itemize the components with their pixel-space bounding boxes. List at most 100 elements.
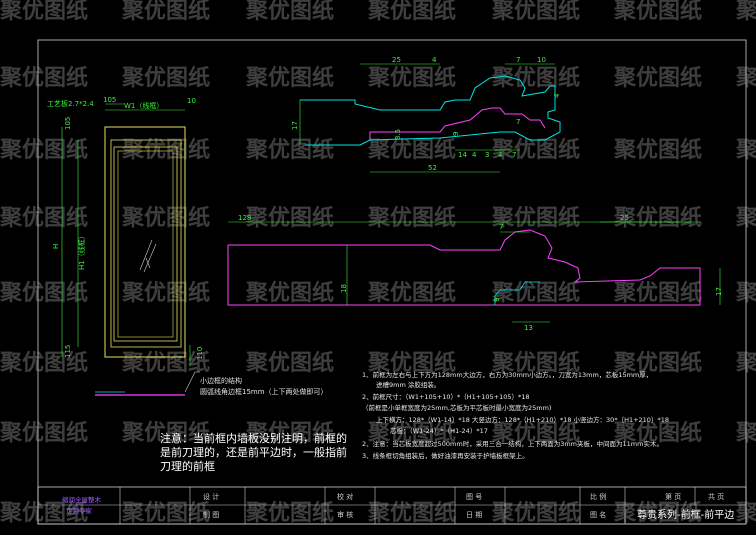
top-dim-17: 17 <box>291 121 299 130</box>
watermark-text: 聚优图纸 <box>0 500 88 526</box>
tb-total: 共 页 <box>708 492 724 501</box>
watermark-text: 聚优图纸 <box>245 137 334 163</box>
note-1e: 上下横方：128*（W1-14）*18 大竖边方：128*（H1+210）*18… <box>376 415 669 424</box>
watermark-text: 聚优图纸 <box>735 65 756 91</box>
watermark-text: 聚优图纸 <box>121 137 210 163</box>
dim-h-inner: H1（线框） <box>77 232 86 270</box>
watermark-text: 聚优图纸 <box>0 205 88 231</box>
dim-h-outer: H <box>52 244 60 249</box>
note-1f: 芯板：（W1-24）*（H1-24）*17 <box>390 426 488 435</box>
tb-title: 尊贵系列-前框-前平边 <box>637 508 734 521</box>
watermark-text: 聚优图纸 <box>735 137 756 163</box>
tb-drawing-name: 图 名 <box>590 510 606 519</box>
watermark-text: 聚优图纸 <box>121 420 210 446</box>
watermark-text: 聚优图纸 <box>367 137 456 163</box>
watermark-text: 聚优图纸 <box>121 350 210 376</box>
bottom-dim-9: 9 <box>493 298 501 302</box>
profile-section-top: 25 4 7 10 4 17 3.5 9 7 14 4 3 4 7 52 <box>291 56 561 173</box>
legend-line1: 小边框的结构 <box>200 376 242 385</box>
watermark-text: 聚优图纸 <box>613 205 702 231</box>
top-dim-7c: 7 <box>512 151 516 159</box>
spec-notes: 1、前框为左右与上下方为128mm大边方，右方为30mm小边方。，刀宽为13mm… <box>362 370 669 460</box>
door-outer-frame <box>104 126 186 358</box>
tb-draw: 制 图 <box>203 510 219 519</box>
dim-bottom-right: 110 <box>196 347 204 360</box>
watermark-text: 聚优图纸 <box>735 0 756 24</box>
watermark-text: 聚优图纸 <box>491 65 580 91</box>
big-note: 注意：当前框内墙板没别注明，前框的 是前刀理的，还是前平边时，一般指前 刀理的前… <box>160 431 347 473</box>
watermark-text: 聚优图纸 <box>613 350 702 376</box>
legend-line2: 圆弧线角边框15mm（上下两处做即可） <box>200 387 328 396</box>
watermark-text: 聚优图纸 <box>0 280 88 306</box>
watermark-text: 聚优图纸 <box>491 0 580 24</box>
top-dim-4a: 4 <box>432 56 437 64</box>
company-line2: 定制专家 <box>66 506 93 515</box>
bottom-dim-18: 18 <box>340 284 348 293</box>
watermark-text: 聚优图纸 <box>121 500 210 526</box>
bottom-dim-128: 128 <box>238 214 251 222</box>
watermark-text: 聚优图纸 <box>491 280 580 306</box>
dim-w: W1（线框） <box>124 101 163 110</box>
watermark-text: 聚优图纸 <box>491 500 580 526</box>
title-block: 缩润全屋整木 定制专家 设 计 制 图 校 对 审 核 图 号 日 期 比 例 … <box>37 486 747 525</box>
title-block-frame <box>37 486 747 525</box>
note-2: 2、注意：当芯板宽度超过500mm时，采用三合一结构，上下两面为3mm夹板，中间… <box>362 439 663 448</box>
watermark-text: 聚优图纸 <box>245 350 334 376</box>
watermark-text: 聚优图纸 <box>0 350 88 376</box>
top-dim-7a: 7 <box>516 56 520 64</box>
door-panel-inner <box>117 150 174 338</box>
bottom-dim-13: 13 <box>524 324 533 332</box>
dim-bottom: 115 <box>64 345 72 358</box>
elevation-header-label: 工艺板2.7*2.4 <box>47 99 94 108</box>
watermark-text: 聚优图纸 <box>0 65 88 91</box>
big-note-line2: 是前刀理的，还是前平边时，一般指前 <box>160 445 347 459</box>
watermark-text: 聚优图纸 <box>245 280 334 306</box>
tb-review: 审 核 <box>337 510 353 519</box>
watermark-text: 聚优图纸 <box>121 205 210 231</box>
watermark-text: 聚优图纸 <box>367 350 456 376</box>
door-frame-inner <box>110 139 182 348</box>
note-1c: 2、前框尺寸：（W1+105+10）*（H1+105+105）*18 <box>362 392 530 401</box>
watermark-text: 聚优图纸 <box>613 420 702 446</box>
bottom-profile-inner <box>494 281 540 305</box>
watermark-text: 聚优图纸 <box>735 280 756 306</box>
top-dim-4d: 4 <box>498 151 503 159</box>
watermark-text: 聚优图纸 <box>245 65 334 91</box>
tb-scale: 比 例 <box>590 492 606 501</box>
watermark-text: 聚优图纸 <box>121 65 210 91</box>
door-panel-edge <box>113 146 178 342</box>
watermark-text: 聚优图纸 <box>367 65 456 91</box>
note-1d: （前框是小单框宽度为25mm,芯板为平芯板时最小宽度为25mm) <box>362 403 551 412</box>
company-line1: 缩润全屋整木 <box>62 495 102 504</box>
watermark-text: 聚优图纸 <box>367 500 456 526</box>
watermark-text: 聚优图纸 <box>613 0 702 24</box>
watermark-text: 聚优图纸 <box>245 420 334 446</box>
bottom-dim-7: 7 <box>499 223 503 231</box>
top-profile-outline <box>300 75 561 146</box>
note-3: 3、线条框切角组装后，做好油漆再安装于护墙板框架上。 <box>362 451 529 460</box>
watermark-text: 聚优图纸 <box>367 205 456 231</box>
bottom-dim-25: 25 <box>620 214 629 222</box>
watermark-text: 聚优图纸 <box>367 420 456 446</box>
dim-top-left: 105 <box>64 117 72 130</box>
dim-right: 10 <box>187 97 196 105</box>
top-dim-10: 10 <box>537 56 546 64</box>
watermark-text: 聚优图纸 <box>367 280 456 306</box>
note-1b: 进槽9mm 涂胶组装。 <box>376 380 440 389</box>
glass-hatch <box>139 239 157 273</box>
watermark-text: 聚优图纸 <box>735 350 756 376</box>
big-note-line3: 刀理的前框 <box>160 459 215 473</box>
watermark-text: 聚优图纸 <box>735 205 756 231</box>
watermark-text: 聚优图纸 <box>121 280 210 306</box>
tb-page: 第 页 <box>665 492 681 501</box>
top-dim-4c: 4 <box>472 151 477 159</box>
top-dim-3-5: 3.5 <box>394 129 402 140</box>
watermark-text: 聚优图纸 <box>367 0 456 24</box>
watermark-text: 聚优图纸 <box>491 420 580 446</box>
watermark-text: 聚优图纸 <box>613 137 702 163</box>
top-dim-3: 3 <box>485 151 489 159</box>
top-dim-9: 9 <box>452 132 460 136</box>
watermark-text: 聚优图纸 <box>491 350 580 376</box>
